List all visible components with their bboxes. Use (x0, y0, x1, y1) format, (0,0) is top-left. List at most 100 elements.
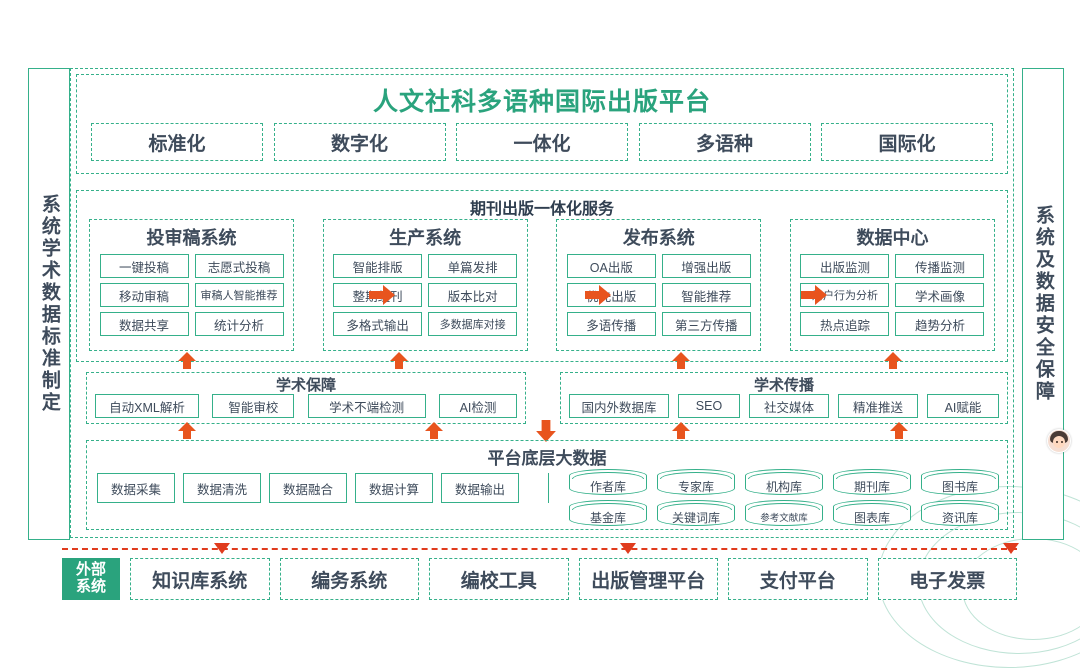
system-item[interactable]: 热点追踪 (800, 312, 890, 336)
external-badge-line1: 外部 (75, 561, 106, 579)
system-item[interactable]: 第三方传播 (661, 312, 751, 336)
system-item[interactable]: 出版监测 (800, 254, 890, 278)
flow-arrow-up-icon (672, 352, 690, 369)
guarantee-item[interactable]: 学术不端检测 (307, 394, 426, 418)
feature-pill-3[interactable]: 一体化 (456, 123, 628, 161)
separator-marker-icon (1003, 543, 1019, 554)
database-cylinder[interactable]: 图表库 (833, 500, 911, 526)
system-box-2: 生产系统智能排版单篇发排整期组刊版本比对多格式输出多数据库对接 (322, 219, 528, 351)
bigdata-pipeline-item[interactable]: 数据输出 (441, 473, 519, 503)
system-item[interactable]: 一键投稿 (99, 254, 189, 278)
system-item[interactable]: 传播监测 (895, 254, 985, 278)
flow-arrow-up-icon (178, 352, 196, 369)
system-item[interactable]: 数据共享 (99, 312, 189, 336)
external-system-2[interactable]: 编务系统 (279, 558, 419, 600)
right-pillar: 系统及数据安全保障 (1022, 68, 1064, 540)
system-item[interactable]: 学术画像 (895, 283, 985, 307)
system-item[interactable]: 版本比对 (428, 283, 518, 307)
system-title-3: 发布系统 (622, 228, 695, 248)
database-cylinder[interactable]: 关键词库 (657, 500, 735, 526)
database-cylinder[interactable]: 图书库 (921, 469, 999, 495)
avatar-face (1053, 436, 1065, 448)
system-item[interactable]: 优先出版 (566, 283, 656, 307)
feature-pill-2[interactable]: 数字化 (273, 123, 446, 161)
external-system-4[interactable]: 出版管理平台 (578, 558, 718, 600)
guarantee-item[interactable]: 智能审校 (212, 394, 295, 418)
database-label: 参考文献库 (760, 513, 808, 524)
guarantee-item[interactable]: 自动XML解析 (95, 394, 199, 418)
left-pillar: 系统学术数据标准制定 (28, 68, 70, 540)
flow-arrow-right-icon (369, 285, 395, 305)
system-item[interactable]: 单篇发排 (428, 254, 518, 278)
dissemination-item[interactable]: AI赋能 (927, 394, 999, 418)
academic-guarantee-title: 学术保障 (275, 377, 336, 394)
bigdata-pipeline-item[interactable]: 数据清洗 (183, 473, 261, 503)
system-box-1: 投审稿系统一键投稿志愿式投稿移动审稿审稿人智能推荐数据共享统计分析 (89, 219, 294, 351)
database-label: 期刊库 (853, 479, 890, 494)
external-separator (62, 548, 1017, 550)
feature-pill-5[interactable]: 国际化 (821, 123, 993, 161)
external-systems-row: 外部 系统 知识库系统编务系统编校工具出版管理平台支付平台电子发票 (62, 556, 1017, 602)
bigdata-pipeline-item[interactable]: 数据计算 (355, 473, 433, 503)
database-label: 关键词库 (671, 510, 720, 525)
external-system-3[interactable]: 编校工具 (429, 558, 569, 600)
service-title: 期刊出版一体化服务 (469, 201, 614, 218)
external-badge-line2: 系统 (75, 578, 106, 595)
platform-bigdata-block: 平台底层大数据 数据采集数据清洗数据融合数据计算数据输出 作者库专家库机构库 期刊… (86, 440, 1008, 530)
external-system-1[interactable]: 知识库系统 (130, 558, 270, 600)
system-item[interactable]: 智能排版 (333, 254, 423, 278)
cylinder-lid (748, 502, 820, 510)
system-items-3: OA出版增强出版优先出版智能推荐多语传播第三方传播 (564, 254, 753, 336)
database-row: 基金库 关键词库 参考文献库 图表库 资讯库 (569, 500, 999, 526)
flow-arrow-right-icon (801, 285, 827, 305)
system-box-3: 发布系统 OA出版增强出版优先出版智能推荐多语传播第三方传播 (556, 219, 762, 351)
feature-pill-4[interactable]: 多语种 (638, 123, 811, 161)
system-item[interactable]: OA出版 (566, 254, 656, 278)
right-pillar-label: 系统及数据安全保障 (1032, 205, 1054, 403)
database-cylinder[interactable]: 专家库 (657, 469, 735, 495)
bigdata-divider (548, 473, 549, 503)
flow-arrow-up-icon (178, 422, 196, 439)
system-item[interactable]: 多格式输出 (333, 312, 423, 336)
system-item[interactable]: 统计分析 (194, 312, 284, 336)
system-item[interactable]: 志愿式投稿 (194, 254, 284, 278)
system-item[interactable]: 增强出版 (661, 254, 751, 278)
flow-arrow-up-icon (884, 352, 902, 369)
system-item[interactable]: 审稿人智能推荐 (194, 283, 284, 307)
database-label: 图表库 (853, 510, 890, 525)
feature-pill-1[interactable]: 标准化 (91, 123, 263, 161)
database-label: 图书库 (941, 479, 978, 494)
academic-guarantee-items: 自动XML解析智能审校学术不端检测 AI检测 (95, 394, 517, 418)
bigdata-pipeline-item[interactable]: 数据采集 (97, 473, 175, 503)
system-item[interactable]: 多语传播 (566, 312, 656, 336)
external-system-5[interactable]: 支付平台 (728, 558, 868, 600)
left-pillar-label: 系统学术数据标准制定 (38, 194, 60, 414)
dissemination-item[interactable]: SEO (678, 394, 740, 418)
bigdata-title: 平台底层大数据 (487, 449, 607, 468)
system-item[interactable]: 智能推荐 (661, 283, 751, 307)
database-cylinder[interactable]: 作者库 (569, 469, 647, 495)
external-systems-items: 知识库系统编务系统编校工具出版管理平台支付平台电子发票 (130, 558, 1017, 600)
external-system-6[interactable]: 电子发票 (877, 558, 1017, 600)
database-cylinder[interactable]: 机构库 (745, 469, 823, 495)
academic-guarantee-block: 学术保障 自动XML解析智能审校学术不端检测 AI检测 (86, 372, 526, 424)
feature-pill-row: 标准化数字化一体化多语种国际化 (91, 123, 993, 161)
system-item[interactable]: 移动审稿 (99, 283, 189, 307)
dissemination-item[interactable]: 国内外数据库 (569, 394, 669, 418)
external-systems-badge: 外部 系统 (62, 558, 120, 600)
database-cylinder[interactable]: 基金库 (569, 500, 647, 526)
avatar (1047, 429, 1071, 453)
dissemination-item[interactable]: 社交媒体 (749, 394, 829, 418)
dissemination-item[interactable]: 精准推送 (838, 394, 918, 418)
page-title: 人文社科多语种国际出版平台 (372, 88, 711, 116)
system-items-1: 一键投稿志愿式投稿移动审稿审稿人智能推荐数据共享统计分析 (97, 254, 286, 336)
database-cylinder[interactable]: 期刊库 (833, 469, 911, 495)
system-item[interactable]: 多数据库对接 (428, 312, 518, 336)
core-frame (70, 68, 1014, 538)
database-cylinder[interactable]: 参考文献库 (745, 500, 823, 526)
system-item[interactable]: 趋势分析 (895, 312, 985, 336)
bigdata-pipeline-item[interactable]: 数据融合 (269, 473, 347, 503)
database-cylinder[interactable]: 资讯库 (921, 500, 999, 526)
guarantee-item[interactable]: AI检测 (438, 394, 517, 418)
